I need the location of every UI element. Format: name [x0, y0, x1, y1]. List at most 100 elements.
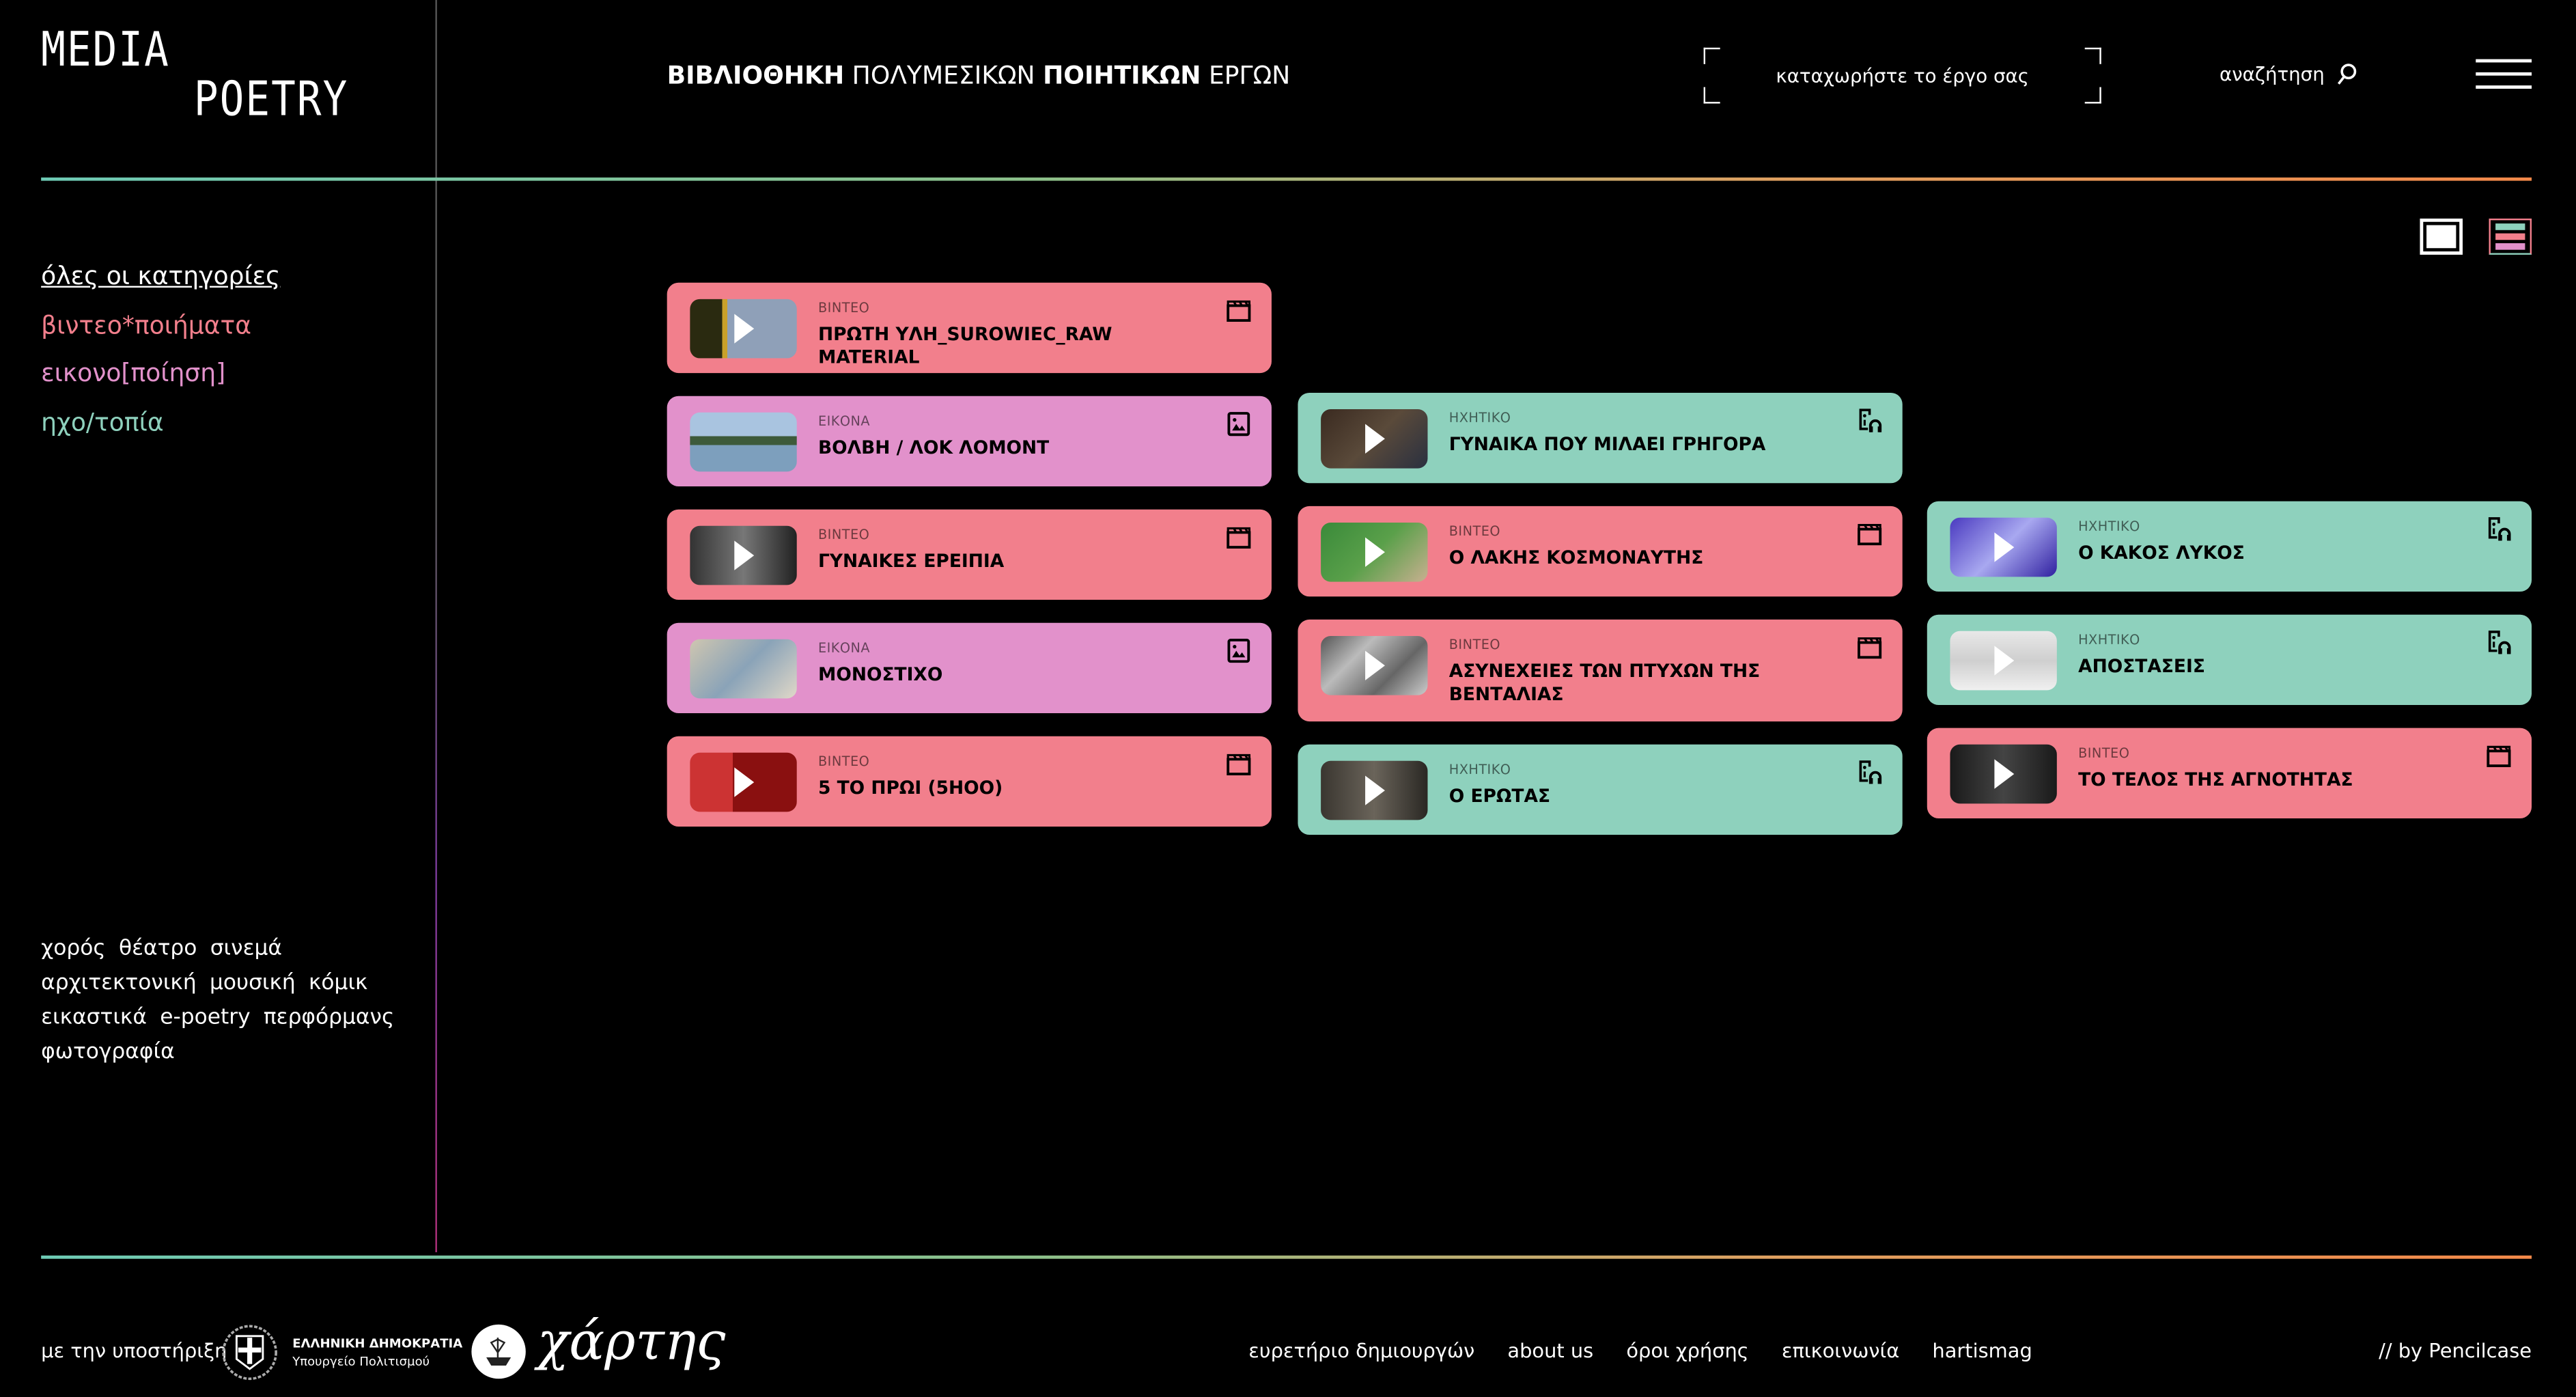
image-icon: [1226, 637, 1252, 663]
image-icon: [1226, 411, 1252, 437]
work-thumbnail[interactable]: [1321, 760, 1428, 820]
play-icon: [734, 314, 755, 344]
work-card[interactable]: ΗΧΗΤΙΚΟ Ο ΕΡΩΤΑΣ: [1298, 744, 1903, 835]
category-list: όλες οι κατηγορίες βιντεο*ποιήματα εικον…: [41, 253, 280, 447]
footer-link[interactable]: επικοινωνία: [1781, 1339, 1900, 1363]
work-thumbnail[interactable]: [1321, 522, 1428, 582]
menu-icon[interactable]: [2476, 59, 2532, 89]
submit-work-button[interactable]: καταχωρήστε το έργο σας: [1703, 47, 2101, 104]
tag[interactable]: e-poetry: [160, 1006, 251, 1031]
search-icon: [2337, 64, 2357, 85]
work-thumbnail[interactable]: [1950, 744, 2057, 804]
hartis-logo[interactable]: χάρτης: [537, 1310, 726, 1372]
category-image[interactable]: εικονο[ποίηση]: [41, 358, 226, 388]
tag[interactable]: φωτογραφία: [41, 1040, 175, 1065]
work-card[interactable]: ΒΙΝΤΕΟ 5 ΤΟ ΠΡΩΙ (5ΗΟΟ): [667, 736, 1272, 827]
play-icon: [734, 767, 755, 797]
title-part: ΠΟΙΗΤΙΚΩΝ: [1043, 61, 1201, 91]
play-icon: [1365, 775, 1385, 805]
work-type: ΗΧΗΤΙΚΟ: [1448, 411, 1511, 426]
work-thumbnail[interactable]: [1950, 631, 2057, 691]
logo-poetry[interactable]: POETRY: [193, 70, 349, 127]
play-icon: [1994, 759, 2015, 789]
tag[interactable]: θέατρο: [118, 937, 197, 962]
play-icon: [1994, 532, 2015, 562]
work-type: ΒΙΝΤΕΟ: [1448, 524, 1500, 540]
header-divider: [41, 177, 2532, 180]
list-view-toggle[interactable]: [2489, 218, 2532, 255]
play-icon: [734, 540, 755, 570]
work-type: ΗΧΗΤΙΚΟ: [2078, 519, 2140, 534]
audio-icon: [1856, 759, 1882, 785]
footer-link[interactable]: about us: [1507, 1339, 1594, 1363]
logo-media[interactable]: MEDIA: [41, 21, 170, 78]
work-card[interactable]: ΗΧΗΤΙΚΟ Ο ΚΑΚΟΣ ΛΥΚΟΣ: [1927, 501, 2532, 592]
work-card[interactable]: ΕΙΚΟΝΑ ΜΟΝΟΣΤΙΧΟ: [667, 622, 1272, 714]
work-type: ΗΧΗΤΙΚΟ: [1448, 762, 1511, 777]
play-icon: [1365, 537, 1385, 567]
work-thumbnail[interactable]: [1950, 517, 2057, 577]
footer-link[interactable]: hartismag: [1932, 1339, 2032, 1363]
tag[interactable]: μουσική: [209, 971, 296, 996]
support-label: με την υποστήριξη: [41, 1339, 227, 1363]
work-title: ΤΟ ΤΕΛΟΣ ΤΗΣ ΑΓΝΟΤΗΤΑΣ: [2078, 769, 2353, 791]
footer-nav: ευρετήριο δημιουργών about us όροι χρήση…: [1248, 1340, 2032, 1363]
work-title: ΜΟΝΟΣΤΙΧΟ: [817, 663, 943, 686]
gov-logo-text: ΕΛΛΗΝΙΚΗ ΔΗΜΟΚΡΑΤΙΑ Υπουργείο Πολιτισμού: [292, 1334, 462, 1370]
work-title: Ο ΕΡΩΤΑΣ: [1448, 785, 1551, 807]
page-title: ΒΙΒΛΙΟΘΗΚΗ ΠΟΛΥΜΕΣΙΚΩΝ ΠΟΙΗΤΙΚΩΝ ΕΡΓΩΝ: [667, 61, 1291, 90]
work-thumbnail[interactable]: [1321, 409, 1428, 469]
footer-link[interactable]: όροι χρήσης: [1626, 1339, 1749, 1363]
tag[interactable]: κόμικ: [308, 971, 368, 996]
work-type: ΕΙΚΟΝΑ: [817, 414, 871, 429]
tag[interactable]: χορός: [41, 937, 106, 962]
work-title: ΒΟΛΒΗ / ΛΟΚ ΛΟΜΟΝΤ: [817, 437, 1050, 459]
work-card[interactable]: ΒΙΝΤΕΟ ΑΣΥΝΕΧΕΙΕΣ ΤΩΝ ΠΤΥΧΩΝ ΤΗΣ ΒΕΝΤΑΛΙ…: [1298, 619, 1903, 722]
work-title: ΑΣΥΝΕΧΕΙΕΣ ΤΩΝ ΠΤΥΧΩΝ ΤΗΣ ΒΕΝΤΑΛΙΑΣ: [1448, 661, 1761, 706]
work-card[interactable]: ΒΙΝΤΕΟ ΤΟ ΤΕΛΟΣ ΤΗΣ ΑΓΝΟΤΗΤΑΣ: [1927, 728, 2532, 818]
play-icon: [1994, 646, 2015, 676]
work-thumbnail[interactable]: [690, 752, 797, 812]
work-type: ΒΙΝΤΕΟ: [2078, 746, 2130, 761]
hartis-ship-icon: [471, 1324, 526, 1379]
clapperboard-icon: [2486, 743, 2512, 769]
work-card[interactable]: ΕΙΚΟΝΑ ΒΟΛΒΗ / ΛΟΚ ΛΟΜΟΝΤ: [667, 396, 1272, 487]
category-all[interactable]: όλες οι κατηγορίες: [41, 261, 281, 291]
tag[interactable]: σινεμά: [210, 937, 283, 962]
work-thumbnail[interactable]: [1321, 635, 1428, 695]
title-part: ΒΙΒΛΙΟΘΗΚΗ: [667, 61, 845, 91]
search-button[interactable]: αναζήτηση: [2220, 62, 2357, 85]
single-view-toggle[interactable]: [2420, 218, 2463, 255]
work-thumbnail[interactable]: [690, 525, 797, 585]
gov-line1: ΕΛΛΗΝΙΚΗ ΔΗΜΟΚΡΑΤΙΑ: [292, 1336, 463, 1351]
play-icon: [1365, 424, 1385, 454]
work-title: ΑΠΟΣΤΑΣΕΙΣ: [2078, 655, 2205, 678]
tag[interactable]: αρχιτεκτονική: [41, 971, 197, 996]
work-card[interactable]: ΒΙΝΤΕΟ ΓΥΝΑΙΚΕΣ ΕΡΕΙΠΙΑ: [667, 509, 1272, 600]
audio-icon: [1856, 408, 1882, 434]
play-icon: [1365, 650, 1385, 680]
work-thumbnail[interactable]: [690, 299, 797, 359]
submit-work-label: καταχωρήστε το έργο σας: [1776, 64, 2030, 87]
work-title: ΓΥΝΑΙΚΑ ΠΟΥ ΜΙΛΑΕΙ ΓΡΗΓΟΡΑ: [1448, 434, 1766, 456]
tag[interactable]: περφόρμανς: [263, 1006, 395, 1031]
category-video[interactable]: βιντεο*ποιήματα: [41, 309, 252, 340]
work-thumbnail[interactable]: [690, 412, 797, 472]
clapperboard-icon: [1856, 635, 1882, 661]
footer-link[interactable]: ευρετήριο δημιουργών: [1248, 1339, 1475, 1363]
clapperboard-icon: [1226, 297, 1252, 323]
work-card[interactable]: ΒΙΝΤΕΟ ΠΡΩΤΗ ΥΛΗ_SUROWIEC_RAW MATERIAL: [667, 282, 1272, 374]
work-type: ΒΙΝΤΕΟ: [1448, 637, 1500, 653]
gov-line2: Υπουργείο Πολιτισμού: [292, 1354, 430, 1369]
tag[interactable]: εικαστικά: [41, 1006, 147, 1031]
clapperboard-icon: [1226, 751, 1252, 777]
work-card[interactable]: ΗΧΗΤΙΚΟ ΑΠΟΣΤΑΣΕΙΣ: [1927, 614, 2532, 706]
work-card[interactable]: ΗΧΗΤΙΚΟ ΓΥΝΑΙΚΑ ΠΟΥ ΜΙΛΑΕΙ ΓΡΗΓΟΡΑ: [1298, 392, 1903, 484]
audio-icon: [2486, 629, 2512, 655]
work-thumbnail[interactable]: [690, 639, 797, 699]
work-card[interactable]: ΒΙΝΤΕΟ Ο ΛΑΚΗΣ ΚΟΣΜΟΝΑΥΤΗΣ: [1298, 506, 1903, 597]
category-audio[interactable]: ηχο/τοπία: [41, 406, 164, 437]
sidebar-divider: [435, 0, 437, 1253]
credit-link[interactable]: // by Pencilcase: [2379, 1339, 2532, 1363]
